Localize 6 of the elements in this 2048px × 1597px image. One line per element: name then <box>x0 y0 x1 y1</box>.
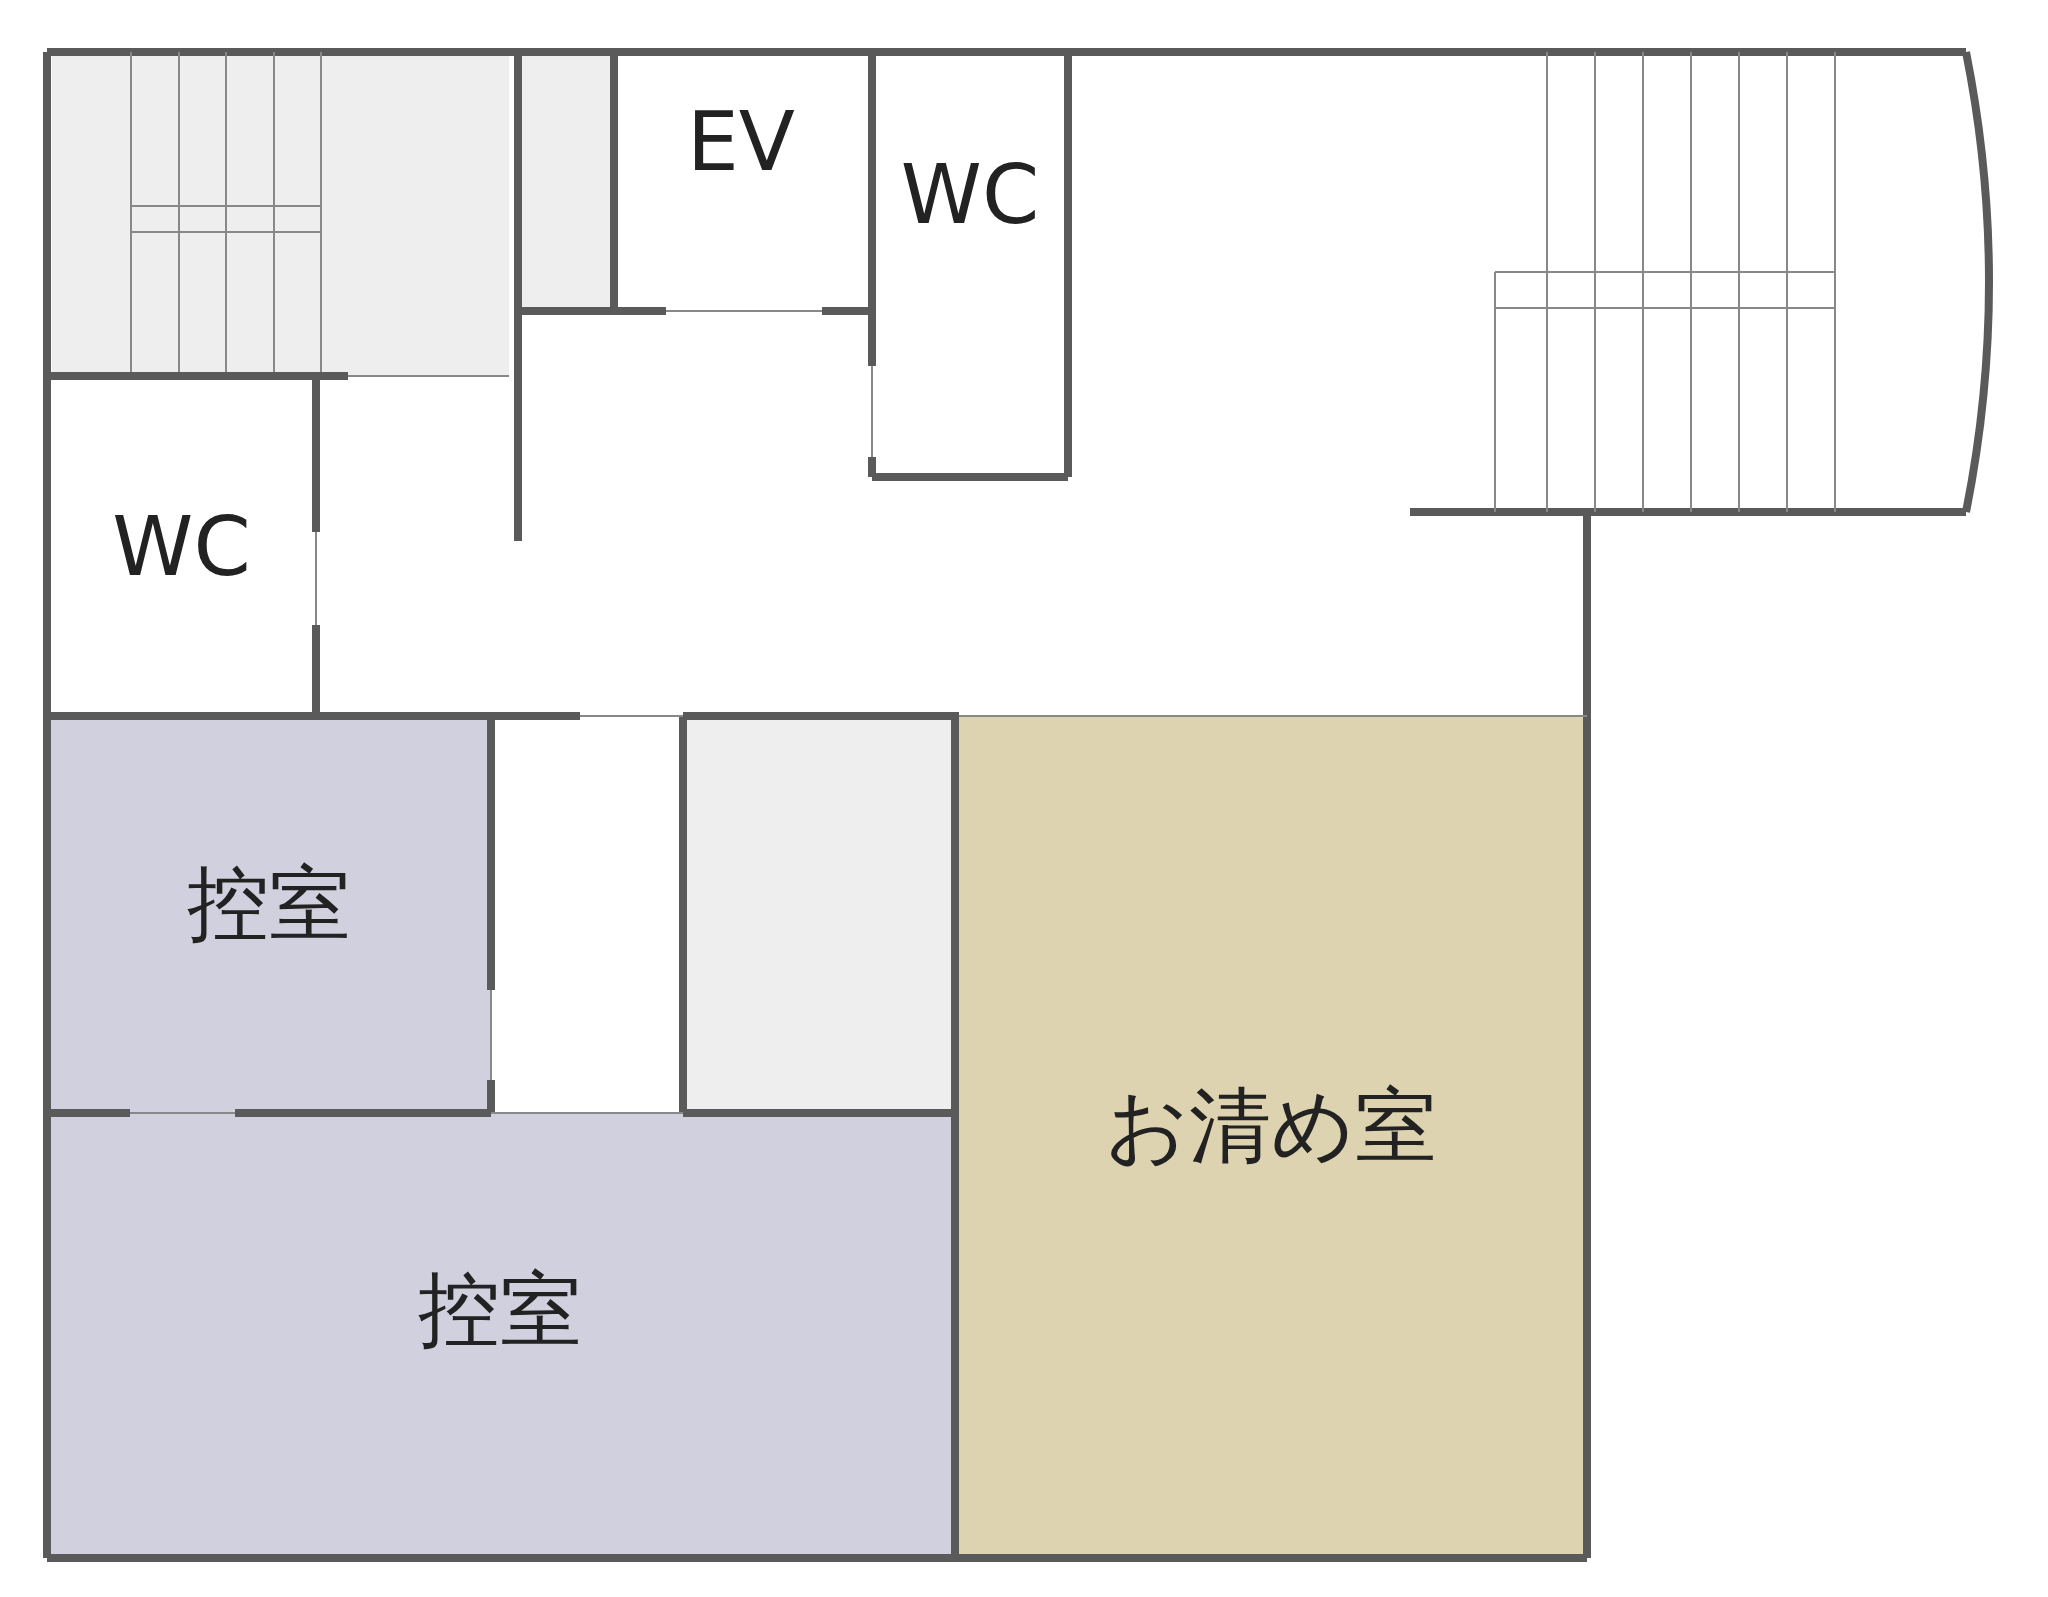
room-label: WC <box>112 498 251 594</box>
room-label: お清め室 <box>1105 1077 1437 1175</box>
room-label: EV <box>687 94 795 189</box>
room-label: 控室 <box>187 854 351 953</box>
room-label: WC <box>900 147 1040 242</box>
room-label: 控室 <box>418 1260 582 1359</box>
